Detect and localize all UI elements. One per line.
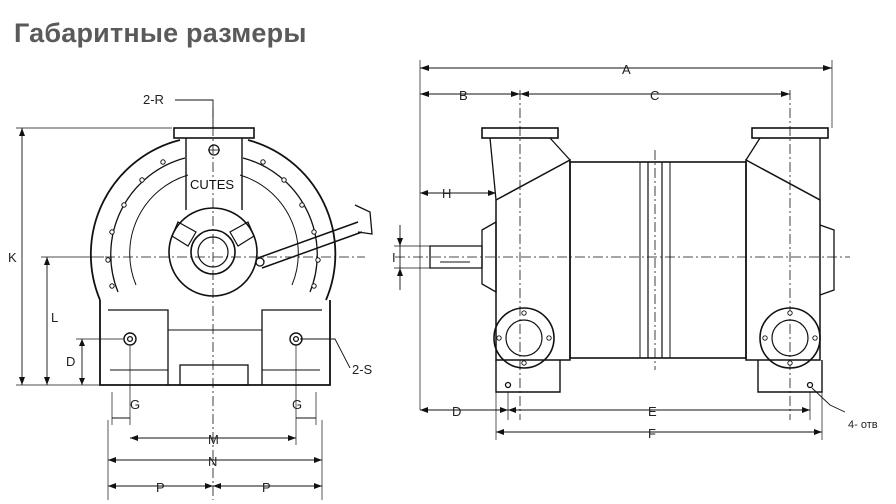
dim-G-left-label: G (130, 397, 140, 412)
dim-A-label: A (622, 62, 631, 77)
dim-P-right-label: P (262, 480, 271, 495)
dim-B-label: B (459, 88, 468, 103)
dim-E-label: E (648, 404, 657, 419)
dim-D-front-label: D (66, 354, 75, 369)
dim-P-left-label: P (156, 480, 165, 495)
front-view (16, 99, 373, 500)
dim-N-label: N (208, 454, 217, 469)
page-title: Габаритные размеры (14, 18, 307, 48)
brand-label: CUTES (190, 177, 234, 192)
dim-D-side-label: D (452, 404, 461, 419)
dim-M-label: M (208, 432, 219, 447)
dim-holes-label: 4- отв (848, 419, 878, 431)
dim-I-label: I (392, 250, 396, 265)
side-view (394, 60, 850, 440)
dim-H-label: H (442, 186, 451, 201)
dim-L-label: L (51, 310, 58, 325)
dim-C-label: C (650, 88, 659, 103)
dim-F-label: F (648, 426, 656, 441)
dim-2R-label: 2-R (143, 92, 164, 107)
dim-2S-label: 2-S (352, 362, 373, 377)
dim-G-right-label: G (292, 397, 302, 412)
dim-K-label: K (8, 250, 17, 265)
